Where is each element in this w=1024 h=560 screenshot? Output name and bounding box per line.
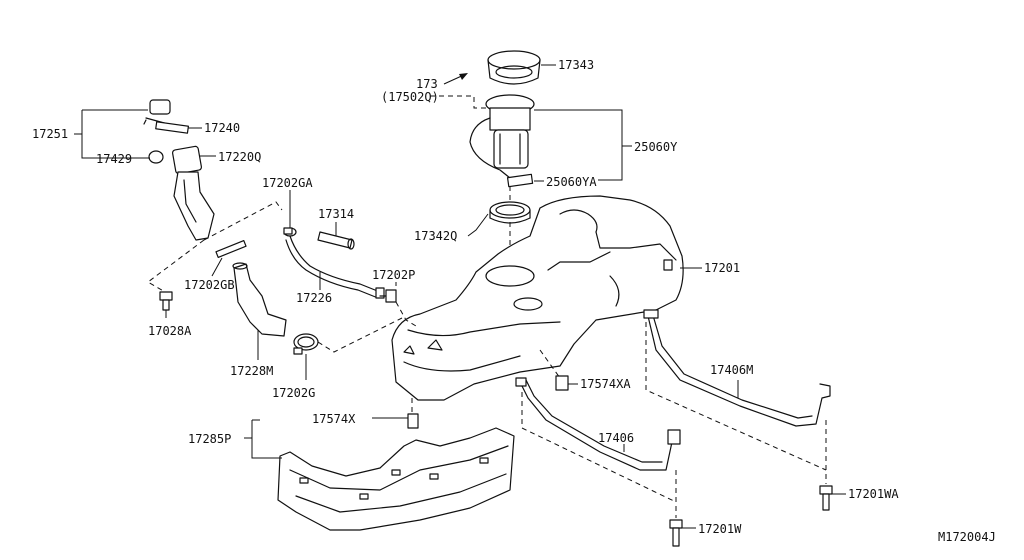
tank-band-17406m[interactable] [643, 309, 831, 427]
diagram-id: M172004J [938, 530, 996, 544]
bolt-17028a[interactable] [159, 291, 173, 311]
label-17314: 17314 [318, 207, 354, 221]
bolt-17201wa[interactable] [819, 485, 833, 511]
label-17202g: 17202G [272, 386, 315, 400]
fuel-pump-assembly[interactable] [469, 94, 535, 179]
label-17202gb: 17202GB [184, 278, 235, 292]
label-17028a: 17028A [148, 324, 192, 338]
label-17202ga: 17202GA [262, 176, 313, 190]
fuel-filler-tube[interactable] [171, 145, 215, 241]
bolt-17201w[interactable] [669, 519, 683, 547]
label-17240: 17240 [204, 121, 240, 135]
label-17285p: 17285P [188, 432, 231, 446]
label-17220q: 17220Q [218, 150, 261, 164]
breather-hose-17226[interactable] [285, 235, 381, 299]
hose-end-fitting[interactable] [375, 287, 385, 299]
pump-gasket[interactable] [489, 201, 531, 224]
clip-17574x[interactable] [407, 413, 419, 429]
label-25060ya: 25060YA [546, 175, 597, 189]
breather-tube-17314[interactable] [317, 231, 355, 250]
hose-clamp-17202gb[interactable] [215, 239, 247, 259]
fuel-pump-lock-ring[interactable] [487, 50, 541, 85]
label-17342q: 17342Q [414, 229, 457, 243]
label-17406m: 17406M [710, 363, 753, 377]
filler-cap-tether-17429[interactable] [148, 150, 164, 164]
tank-heat-shield[interactable] [277, 427, 515, 531]
label-17406: 17406 [598, 431, 634, 445]
filler-cap-gasket-17240[interactable] [155, 121, 190, 134]
label-17343: 17343 [558, 58, 594, 72]
fuel-filler-cap[interactable] [143, 99, 171, 125]
hose-clamp-17202g[interactable] [293, 333, 319, 355]
label-17201: 17201 [704, 261, 740, 275]
hose-clamp-17202ga[interactable] [283, 227, 297, 237]
tank-band-17406[interactable] [515, 377, 681, 471]
clip-17574xa[interactable] [555, 375, 569, 391]
label-17201wa: 17201WA [848, 487, 899, 501]
label-17574xa: 17574XA [580, 377, 631, 391]
fuel-tank[interactable] [391, 195, 684, 401]
clip-17202p[interactable] [379, 289, 397, 303]
label-25060y: 25060Y [634, 140, 678, 154]
label-17251: 17251 [32, 127, 68, 141]
label-173: 173 [416, 77, 438, 91]
fuel-filter-25060ya[interactable] [506, 173, 534, 188]
label-17201w: 17201W [698, 522, 742, 536]
label-17226: 17226 [296, 291, 332, 305]
filler-hose-17228m[interactable] [232, 262, 287, 337]
label-17429: 17429 [96, 152, 132, 166]
label-17202p: 17202P [372, 268, 415, 282]
label-17228m: 17228M [230, 364, 273, 378]
label-17502q: (17502Q) [381, 90, 439, 104]
label-17574x: 17574X [312, 412, 356, 426]
